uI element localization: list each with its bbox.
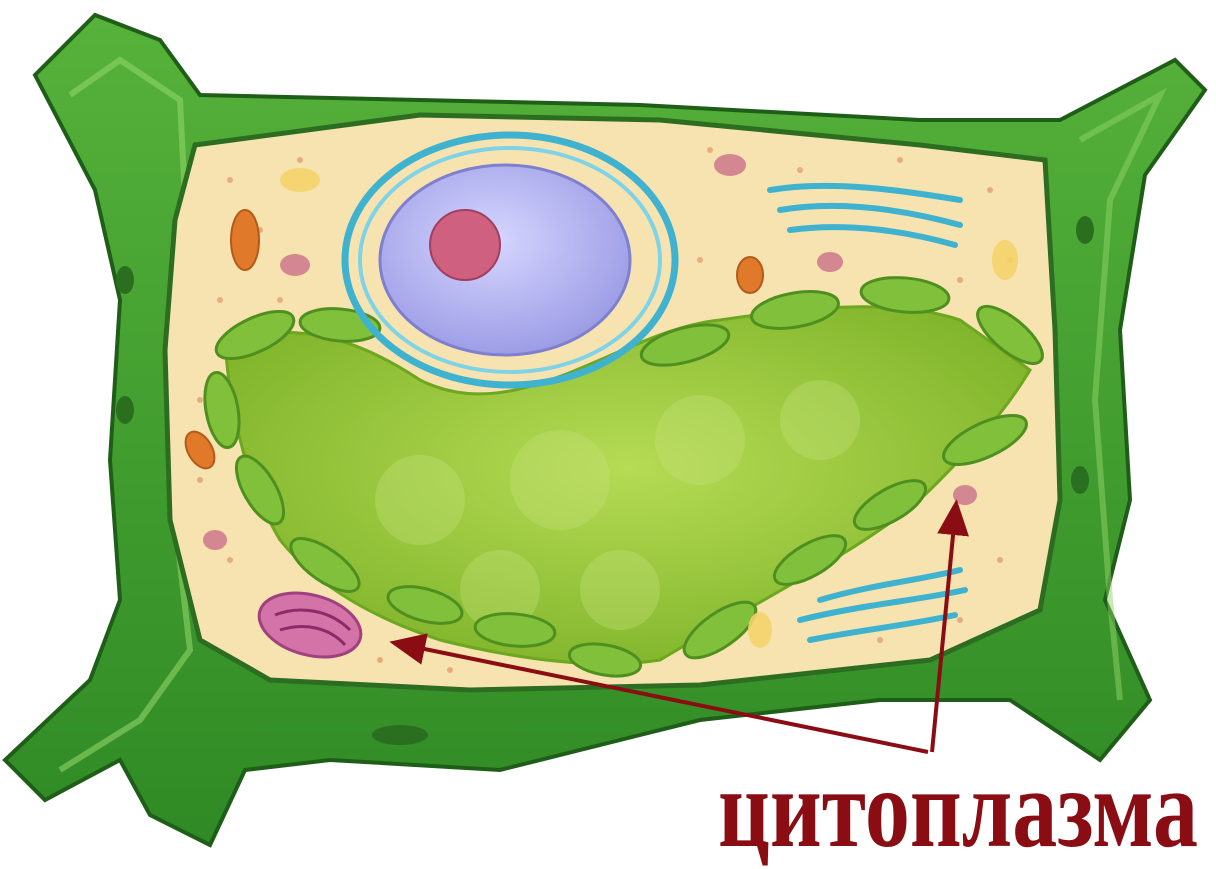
cytoplasm-label: цитоплазма	[718, 747, 1198, 869]
nucleolus	[430, 210, 500, 280]
nucleus	[380, 165, 630, 355]
